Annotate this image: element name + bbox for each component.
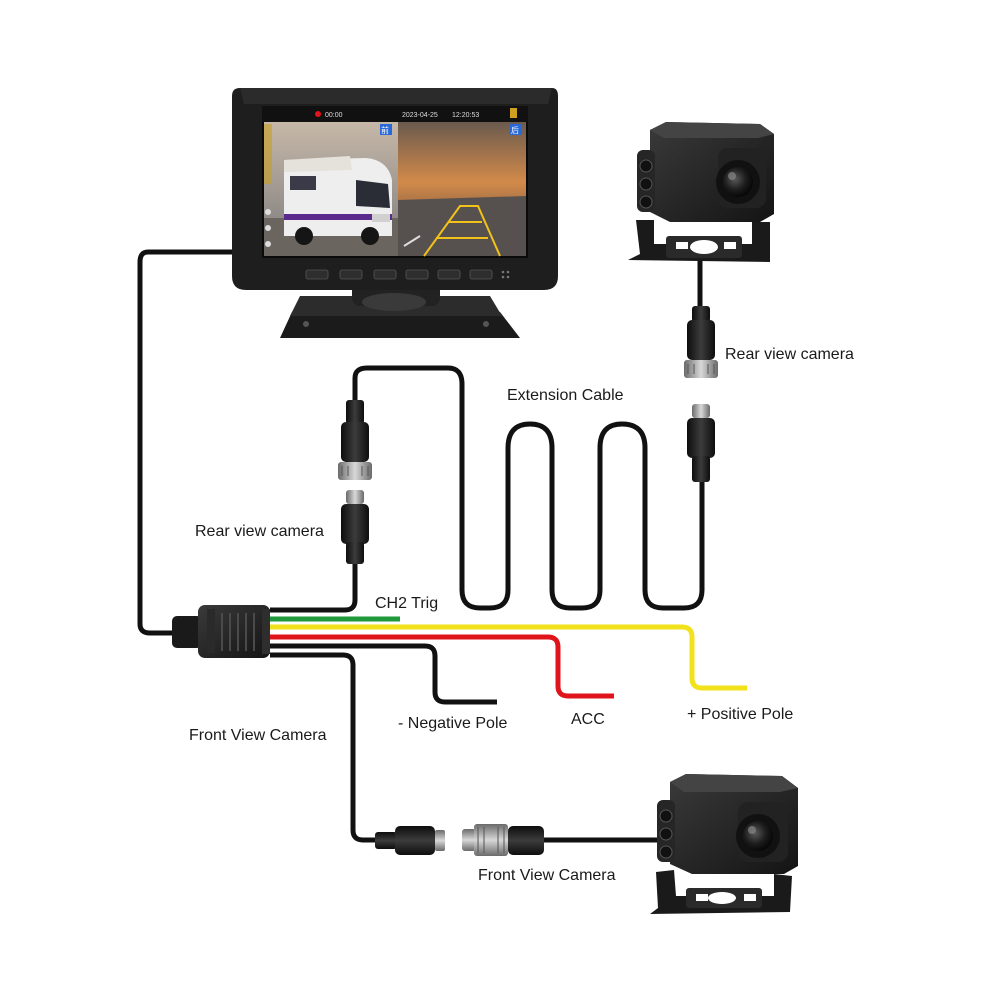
wire-red-acc (270, 634, 614, 699)
label-rear-camera-right: Rear view camera (725, 346, 854, 363)
aviation-connector-icon (684, 306, 718, 482)
monitor-buttons (305, 269, 510, 280)
channel-badge-front (380, 124, 392, 135)
label-positive-pole: + Positive Pole (687, 706, 794, 723)
channel-badge-rear (510, 124, 522, 135)
label-ch2-trig: CH2 Trig (375, 595, 439, 612)
monitor-icon: 00:00 2023-04-25 12:20:53 前 后 (232, 88, 558, 338)
extension-cable (352, 365, 705, 611)
rear-camera-icon (628, 122, 774, 262)
power-button (469, 269, 493, 280)
monitor-cable (137, 249, 239, 636)
refresh-icon (265, 225, 271, 231)
record-icon (265, 241, 271, 247)
label-front-camera-bottom: Front View Camera (478, 867, 616, 884)
front-camera-cable (270, 652, 378, 843)
label-front-camera-left: Front View Camera (189, 727, 327, 744)
channel-label-rear: 后 (511, 125, 519, 135)
av-button (339, 269, 363, 280)
aviation-connector-icon (375, 824, 544, 856)
settings-icon (265, 209, 271, 215)
rear-camera-cable-left (270, 560, 358, 613)
aviation-connector-icon (338, 400, 372, 564)
parking-guide-image (398, 196, 526, 257)
label-extension-cable: Extension Cable (507, 387, 624, 404)
wire-yellow-positive (270, 624, 747, 691)
label-rear-camera-left: Rear view camera (195, 523, 324, 540)
down-button (437, 269, 461, 280)
ok-button (405, 269, 429, 280)
screen-clock: 12:20:53 (452, 112, 479, 119)
label-negative-pole: - Negative Pole (398, 715, 508, 732)
up-button (373, 269, 397, 280)
wire-black-negative (270, 643, 497, 705)
channel-label-front: 前 (381, 125, 389, 135)
storage-icon (510, 108, 517, 118)
motorhome-image (264, 156, 398, 256)
screen-side-menu (264, 124, 272, 247)
harness-plug-icon (172, 605, 270, 658)
front-camera-icon (650, 774, 798, 914)
record-time: 00:00 (325, 112, 343, 119)
label-acc: ACC (571, 711, 605, 728)
record-dot-icon (315, 111, 321, 117)
mode-button (305, 269, 329, 280)
screen-date: 2023-04-25 (402, 112, 438, 119)
